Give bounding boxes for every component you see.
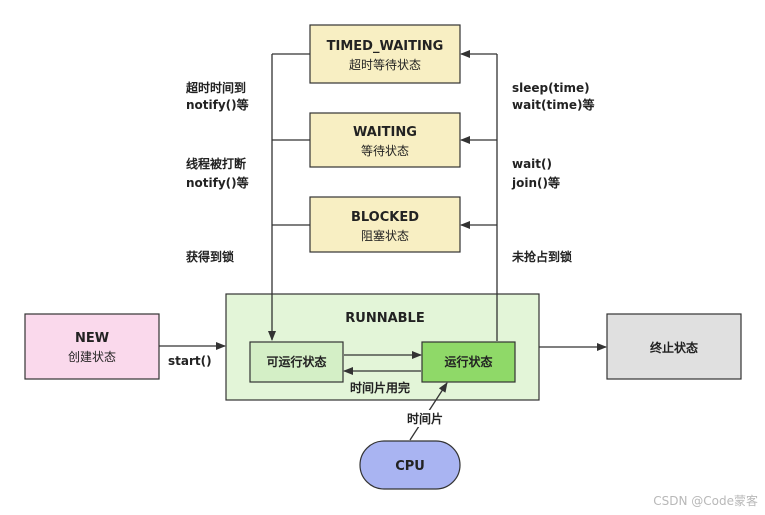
waiting-subtitle: 等待状态 [361, 144, 409, 158]
timed-waiting-title: TIMED_WAITING [327, 39, 444, 54]
ready-label: 可运行状态 [266, 354, 326, 369]
new-title: NEW [75, 331, 109, 346]
blocked-subtitle: 阻塞状态 [361, 228, 409, 243]
terminated-title: 终止状态 [650, 340, 698, 355]
running-label: 运行状态 [444, 354, 492, 369]
terminated-state: 终止状态 [606, 313, 742, 380]
label-start: start() [168, 354, 212, 368]
ready-state: 可运行状态 [249, 341, 344, 383]
watermark: CSDN @Code蒙客 [653, 493, 758, 508]
label-timeout-reached: 超时时间到 [185, 80, 246, 95]
timed-waiting-subtitle: 超时等待状态 [349, 57, 421, 72]
blocked-title: BLOCKED [351, 210, 419, 225]
label-notify-timed: notify()等 [186, 97, 249, 112]
timeslice-label-bg [400, 410, 450, 427]
cpu-node: CPU [359, 440, 461, 490]
waiting-title: WAITING [353, 125, 417, 140]
label-wait: wait() [512, 157, 552, 171]
label-join: join()等 [511, 175, 560, 190]
label-notify-waiting: notify()等 [186, 175, 249, 190]
cpu-label: CPU [395, 459, 425, 474]
new-state: NEW 创建状态 [24, 313, 160, 380]
label-lock-failed: 未抢占到锁 [511, 249, 572, 264]
label-timeslice-done: 时间片用完 [350, 380, 410, 395]
left-return-connectors [268, 53, 310, 341]
label-sleep-time: sleep(time) [512, 81, 590, 95]
label-wait-time: wait(time)等 [512, 97, 595, 112]
waiting-state: WAITING 等待状态 [309, 112, 461, 168]
runnable-title: RUNNABLE [345, 311, 424, 326]
new-subtitle: 创建状态 [68, 350, 116, 364]
label-interrupted: 线程被打断 [186, 156, 246, 171]
label-timeslice: 时间片 [407, 411, 443, 426]
timed-waiting-state: TIMED_WAITING 超时等待状态 [309, 24, 461, 84]
running-state: 运行状态 [421, 341, 516, 383]
label-acquired-lock: 获得到锁 [185, 249, 234, 264]
right-enter-connectors [460, 50, 498, 341]
blocked-state: BLOCKED 阻塞状态 [309, 196, 461, 253]
